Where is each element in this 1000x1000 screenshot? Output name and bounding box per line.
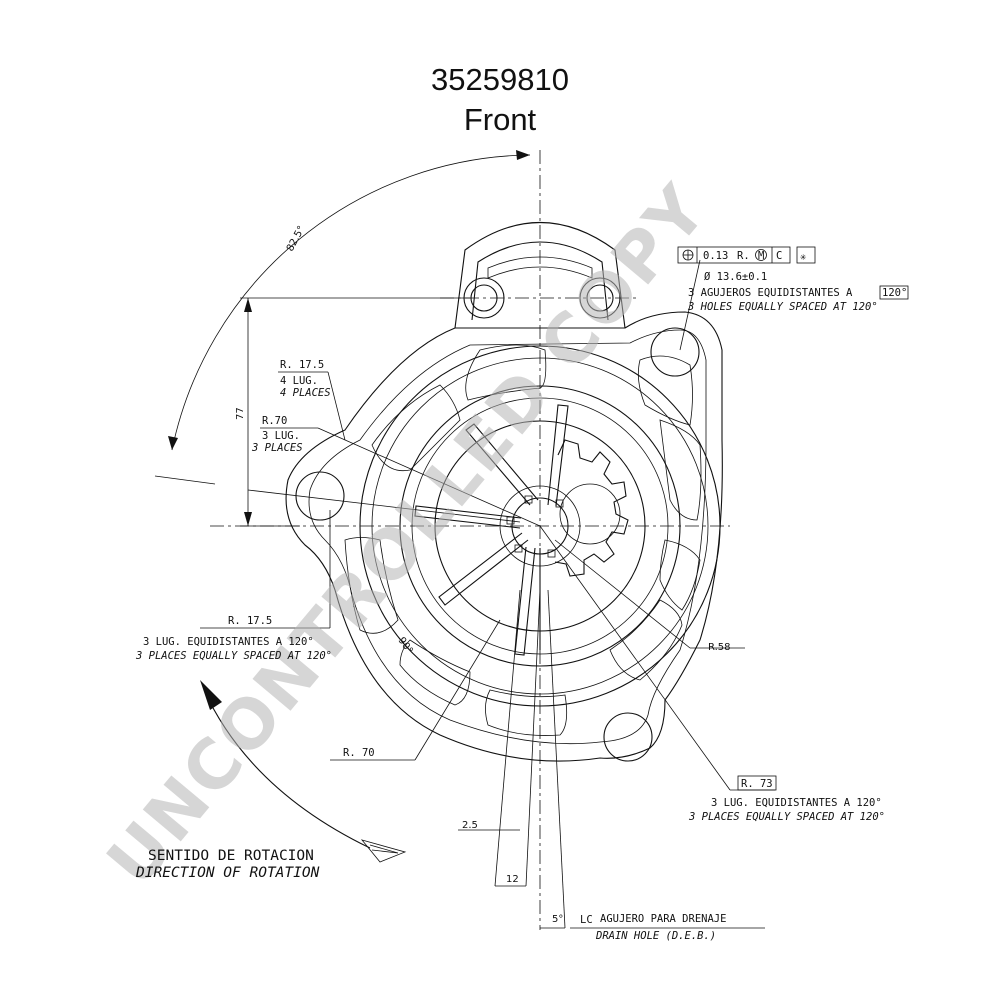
upper-lug-radius: R. 17.5: [280, 359, 324, 371]
mid-lug-es: 3 LUG.: [262, 430, 300, 442]
datum-star-icon: ✳: [800, 251, 807, 263]
angle-82-5-label: 82.5°: [285, 224, 308, 253]
mid-lug-radius: R.70: [262, 415, 287, 427]
view-label: Front: [464, 102, 537, 137]
lower-lug-radius: R. 17.5: [228, 615, 272, 627]
angle-5-label: 5°: [552, 914, 563, 925]
pinion-gear: [554, 439, 629, 577]
hole-diameter: Ø 13.6±0.1: [704, 271, 767, 283]
drain-en: DRAIN HOLE (D.E.B.): [595, 930, 716, 942]
housing-outline: [285, 311, 723, 762]
width-2-5-label: 2.5: [462, 820, 478, 831]
tolerance-r: R.: [737, 250, 750, 262]
center-hub: [506, 495, 564, 558]
rotation-es: SENTIDO DE ROTACION: [148, 848, 314, 864]
dimension-lines: [154, 150, 909, 929]
drain-es: AGUJERO PARA DRENAJE: [600, 913, 726, 925]
watermark-text: UNCONTROLLED COPY: [93, 170, 724, 901]
r58-label: R.58: [708, 642, 731, 653]
r73-en: 3 PLACES EQUALLY SPACED AT 120°: [688, 811, 885, 823]
r70-label: R. 70: [343, 747, 375, 759]
vertical-77-label: 77: [235, 407, 246, 420]
holes-es: 3 AGUJEROS EQUIDISTANTES A: [688, 287, 853, 299]
upper-lug-es: 4 LUG.: [280, 375, 318, 387]
lower-lug-es: 3 LUG. EQUIDISTANTES A 120°: [143, 636, 314, 648]
holes-es-box: 120°: [882, 287, 907, 299]
r73-es: 3 LUG. EQUIDISTANTES A 120°: [711, 797, 882, 809]
lower-lug-en: 3 PLACES EQUALLY SPACED AT 120°: [135, 650, 332, 662]
width-12-label: 12: [506, 874, 519, 885]
part-number: 35259810: [431, 62, 569, 97]
upper-lug-en: 4 PLACES: [280, 387, 331, 399]
drain-cl: LC: [580, 914, 593, 926]
rotation-arrow: [200, 680, 407, 863]
housing-pockets: [344, 344, 702, 736]
holes-en: 3 HOLES EQUALLY SPACED AT 120°: [687, 301, 878, 313]
tolerance-m: M: [758, 250, 764, 262]
r73-label: R. 73: [741, 778, 773, 790]
tolerance-value: 0.13: [703, 250, 728, 262]
radial-ribs: [414, 404, 569, 656]
mid-lug-en: 3 PLACES: [251, 442, 303, 454]
tolerance-c: C: [776, 250, 782, 262]
rotation-en: DIRECTION OF ROTATION: [135, 865, 320, 881]
